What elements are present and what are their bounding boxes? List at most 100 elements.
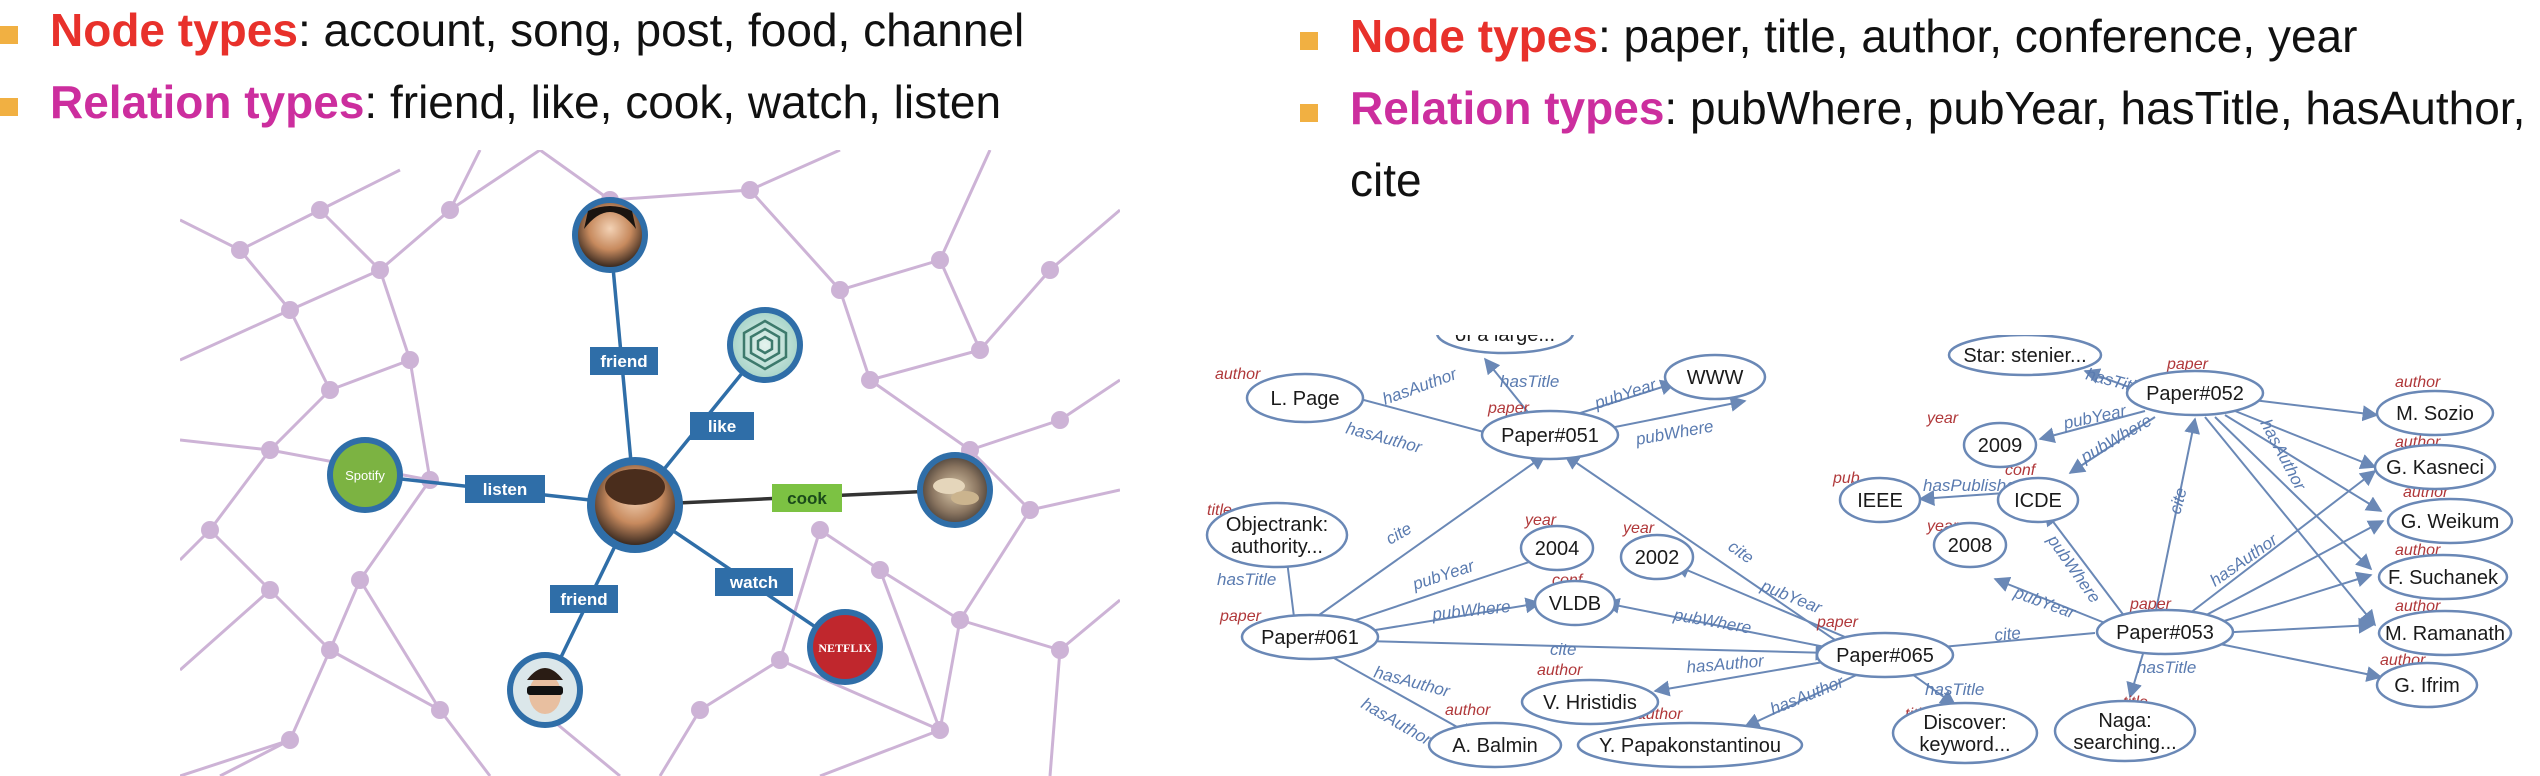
- edge-label: hasTitle: [1217, 570, 1276, 589]
- node-post: [727, 307, 803, 383]
- edge-label-text: listen: [483, 480, 527, 499]
- node-year-2004: 2004: [1519, 524, 1595, 572]
- edge-label: hasTitle: [1500, 372, 1559, 391]
- left-bullet-list: Node types: account, song, post, food, c…: [0, 0, 1230, 138]
- edge-label: hasAuthor: [1358, 694, 1436, 750]
- edge-labels: hasAuthor hasAuthor hasTitle pubYear pub…: [1217, 364, 2310, 750]
- node-paper-053: Paper#053: [2095, 608, 2235, 656]
- node-food: [917, 452, 993, 528]
- relation-types-keyword: Relation types: [50, 76, 365, 128]
- edge-p061-p065: [1364, 640, 1832, 661]
- node-author-ramanath: M. Ramanath: [2377, 609, 2513, 657]
- netflix-logo-text: NETFLIX: [818, 641, 872, 655]
- svg-text:author: author: [1537, 662, 1583, 679]
- edge-label-friend-bottom: friend: [550, 585, 618, 613]
- svg-text:Paper#061: Paper#061: [1261, 627, 1359, 649]
- svg-text:Paper#052: Paper#052: [2146, 383, 2244, 405]
- node-paper-061: Paper#061: [1240, 613, 1380, 661]
- node-types-keyword: Node types: [50, 4, 298, 56]
- edge-p065-vldb: [1603, 597, 1836, 650]
- node-author-papakonstantinou: Y. Papakonstantinou: [1576, 721, 1804, 769]
- node-author-balmin: A. Balmin: [1427, 721, 1563, 769]
- edge-label: cite: [1725, 537, 1758, 568]
- node-center-account: [587, 457, 683, 553]
- edge-p053-weikum: [2194, 520, 2385, 622]
- spotify-logo-text: Spotify: [345, 468, 385, 483]
- svg-text:A. Balmin: A. Balmin: [1452, 735, 1538, 757]
- graph-nodes: of a large... WWW L. Page Paper#051 Obje…: [1205, 335, 2514, 769]
- edge-label: cite: [1993, 623, 2021, 645]
- node-author-ifrim: G. Ifrim: [2375, 661, 2479, 709]
- graph-edges: [1278, 357, 2385, 738]
- svg-text:paper: paper: [1219, 608, 1262, 625]
- edge-p065-2002: [1673, 563, 1846, 638]
- edge-label: pubYear: [1409, 556, 1477, 594]
- svg-text:of a large...: of a large...: [1455, 335, 1555, 346]
- svg-text:2009: 2009: [1978, 435, 2023, 457]
- edge-label-like: like: [690, 412, 754, 440]
- svg-text:Star: stenier...: Star: stenier...: [1963, 345, 2086, 367]
- edge-label-text: friend: [600, 352, 647, 371]
- edge-p053-ramanath: [2214, 617, 2375, 634]
- edge-p052-sozio: [2244, 398, 2379, 422]
- svg-text:author: author: [2395, 374, 2441, 391]
- node-title-discover: Discover:keyword...: [1891, 701, 2039, 765]
- node-year-2008: 2008: [1932, 521, 2008, 569]
- edge-p052-2009: [2038, 410, 2146, 444]
- edge-label-text: watch: [729, 573, 778, 592]
- edge-p052-suchanek: [2214, 416, 2373, 571]
- node-author-weikum: G. Weikum: [2386, 497, 2514, 545]
- svg-text:2008: 2008: [1948, 535, 1993, 557]
- edge-label: hasAuthor: [1372, 663, 1453, 702]
- social-network-graph: friend like listen cook friend watch: [180, 150, 1120, 776]
- node-paper-065: Paper#065: [1815, 631, 1955, 679]
- spotify-icon: [333, 443, 397, 507]
- svg-text:VLDB: VLDB: [1549, 593, 1601, 615]
- edge-p053-icde: [2044, 509, 2126, 618]
- edge-label: pubWhere: [1430, 597, 1511, 624]
- node-title-objectrank: Objectrank:authority...: [1205, 501, 1349, 569]
- edge-p052-kasneci: [2234, 410, 2377, 470]
- node-types-bullet: Node types: paper, title, author, confer…: [1300, 0, 2540, 72]
- edge-label: cite: [1383, 519, 1415, 549]
- svg-text:year: year: [1926, 410, 1959, 427]
- node-types-bullet: Node types: account, song, post, food, c…: [0, 0, 1230, 66]
- svg-text:year: year: [1524, 512, 1557, 529]
- svg-text:paper: paper: [2166, 356, 2209, 373]
- svg-text:2002: 2002: [1635, 547, 1680, 569]
- node-paper-051: Paper#051: [1480, 409, 1620, 461]
- edge-label-watch: watch: [715, 568, 793, 596]
- edge-p053-2008: [1993, 576, 2106, 624]
- node-types-keyword: Node types: [1350, 10, 1598, 62]
- node-author-kasneci: G. Kasneci: [2373, 443, 2497, 491]
- person-photo-icon: [578, 203, 642, 267]
- edge-label: hasAuthor: [1344, 419, 1425, 458]
- node-types-text: : account, song, post, food, channel: [297, 4, 1025, 56]
- relation-types-bullet: Relation types: friend, like, cook, watc…: [0, 66, 1230, 138]
- svg-text:year: year: [1622, 520, 1655, 537]
- node-friend-bottom: [507, 652, 583, 728]
- edge-p053-kasneci: [2184, 470, 2377, 618]
- edge-p061-p051: [1304, 454, 1547, 626]
- node-year-2002: 2002: [1619, 533, 1695, 581]
- node-author-hristidis: V. Hristidis: [1520, 678, 1660, 726]
- relation-types-text: : friend, like, cook, watch, listen: [364, 76, 1002, 128]
- edge-label: hasTitle: [2137, 658, 2196, 677]
- svg-text:paper: paper: [1816, 614, 1859, 631]
- edge-label: pubYear: [1591, 375, 1659, 413]
- svg-text:V. Hristidis: V. Hristidis: [1543, 692, 1637, 714]
- node-paper-052: Paper#052: [2125, 369, 2265, 417]
- svg-text:Y. Papakonstantinou: Y. Papakonstantinou: [1599, 735, 1781, 757]
- svg-text:M. Sozio: M. Sozio: [2396, 403, 2474, 425]
- edge-label-cook: cook: [772, 484, 842, 512]
- edge-p052-weikum: [2224, 414, 2383, 512]
- edge-label-text: like: [708, 417, 736, 436]
- edge-label: hasPublisher: [1923, 476, 2023, 495]
- node-pub-ieee: IEEE: [1838, 476, 1922, 524]
- edge-p051-title: [1483, 357, 1536, 422]
- svg-text:G. Kasneci: G. Kasneci: [2386, 457, 2484, 479]
- edge-label: pubYear: [2011, 583, 2079, 623]
- node-friend-top: [572, 197, 648, 273]
- svg-text:G. Ifrim: G. Ifrim: [2394, 675, 2460, 697]
- svg-text:Naga:searching...: Naga:searching...: [2073, 710, 2176, 754]
